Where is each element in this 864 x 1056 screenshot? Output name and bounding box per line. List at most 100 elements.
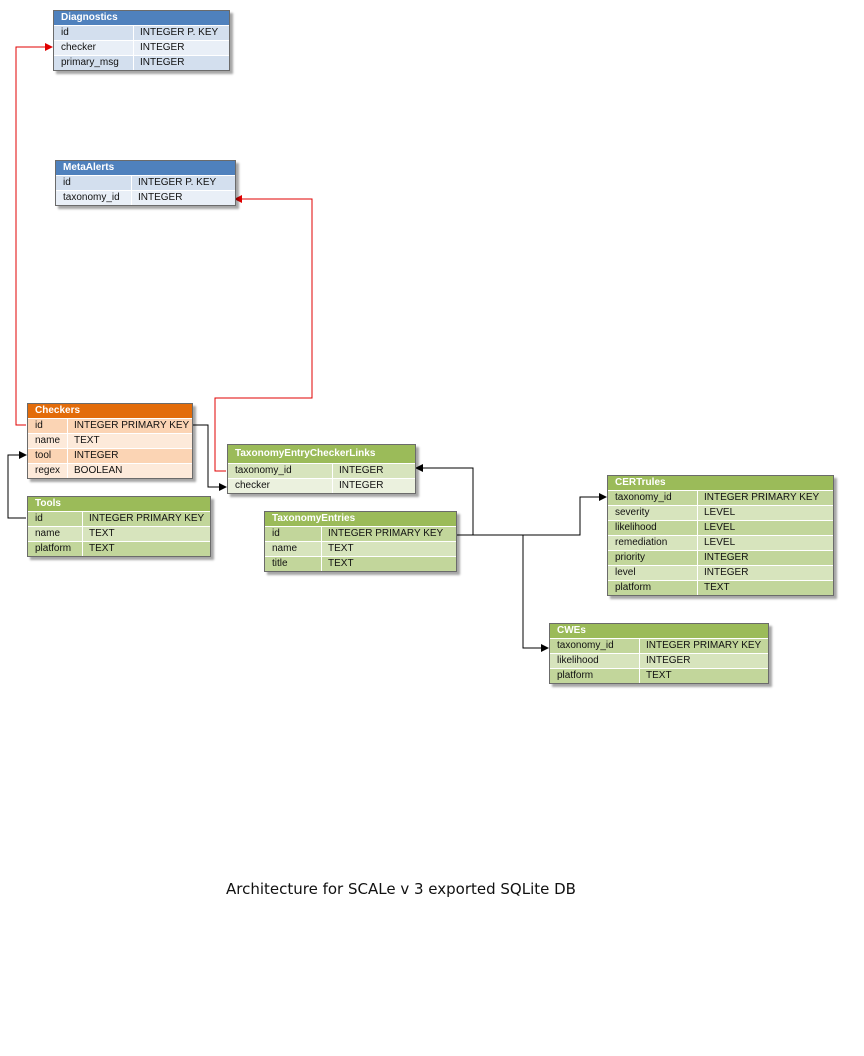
column-name: remediation: [608, 536, 698, 550]
column-name: id: [265, 527, 322, 541]
link-checkers-to-diagnostics: [15, 43, 53, 426]
column-type: TEXT: [704, 582, 730, 593]
column-name: taxonomy_id: [550, 639, 640, 653]
table-checkers: Checkers id INTEGER PRIMARY KEY name TEXT to…: [27, 403, 193, 479]
table-row: regex BOOLEAN: [28, 463, 192, 478]
table-row: checker INTEGER: [228, 478, 415, 493]
table-row: id INTEGER PRIMARY KEY: [265, 527, 456, 541]
table-row: id INTEGER P. KEY: [56, 176, 235, 190]
table-row: name TEXT: [265, 541, 456, 556]
column-name: level: [608, 566, 698, 580]
column-name: taxonomy_id: [608, 491, 698, 505]
column-name: taxonomy_id: [228, 464, 333, 478]
diagram-caption: Architecture for SCALe v 3 exported SQLi…: [226, 880, 576, 898]
column-type: INTEGER PRIMARY KEY: [74, 420, 190, 431]
table-title: TaxonomyEntries: [265, 512, 456, 527]
table-title: Diagnostics: [54, 11, 229, 26]
column-name: id: [28, 419, 68, 433]
link-tools-to-checkers: [7, 451, 27, 519]
column-type: INTEGER: [704, 552, 749, 563]
table-title: Checkers: [28, 404, 192, 419]
column-type: INTEGER: [140, 42, 185, 53]
column-type: TEXT: [89, 543, 115, 554]
table-row: platform TEXT: [550, 668, 768, 683]
column-type: INTEGER: [339, 465, 384, 476]
table-metaalerts: MetaAlerts id INTEGER P. KEY taxonomy_id IN…: [55, 160, 236, 206]
column-type: INTEGER PRIMARY KEY: [89, 513, 205, 524]
table-row: priority INTEGER: [608, 550, 833, 565]
column-name: checker: [54, 41, 134, 55]
column-name: tool: [28, 449, 68, 463]
table-row: title TEXT: [265, 556, 456, 571]
column-type: INTEGER: [138, 192, 183, 203]
column-name: platform: [608, 581, 698, 595]
column-name: taxonomy_id: [56, 191, 132, 205]
table-title: MetaAlerts: [56, 161, 235, 176]
column-name: likelihood: [608, 521, 698, 535]
column-type: TEXT: [89, 528, 115, 539]
column-type: INTEGER PRIMARY KEY: [646, 640, 762, 651]
column-name: platform: [550, 669, 640, 683]
table-row: remediation LEVEL: [608, 535, 833, 550]
column-type: LEVEL: [704, 522, 736, 533]
link-checkers-to-tecl: [192, 424, 227, 491]
table-taxonomyentries: TaxonomyEntries id INTEGER PRIMARY KEY nam…: [264, 511, 457, 572]
table-rows: id INTEGER PRIMARY KEY name TEXT tool INTEGER…: [28, 419, 192, 478]
column-type: TEXT: [646, 670, 672, 681]
column-type: INTEGER: [74, 450, 119, 461]
table-row: platform TEXT: [608, 580, 833, 595]
column-type: INTEGER: [646, 655, 691, 666]
column-name: id: [28, 512, 83, 526]
column-name: priority: [608, 551, 698, 565]
table-row: checker INTEGER: [54, 40, 229, 55]
column-type: INTEGER: [339, 480, 384, 491]
column-type: TEXT: [328, 543, 354, 554]
column-type: TEXT: [328, 558, 354, 569]
table-rows: taxonomy_id INTEGER PRIMARY KEY likelihood…: [550, 639, 768, 683]
table-row: id INTEGER PRIMARY KEY: [28, 419, 192, 433]
column-name: id: [56, 176, 132, 190]
column-type: INTEGER PRIMARY KEY: [328, 528, 444, 539]
table-row: primary_msg INTEGER: [54, 55, 229, 70]
table-rows: id INTEGER P. KEY taxonomy_id INTEGER: [56, 176, 235, 205]
table-row: tool INTEGER: [28, 448, 192, 463]
column-type: INTEGER P. KEY: [138, 177, 217, 188]
column-type: INTEGER: [140, 57, 185, 68]
column-name: name: [265, 542, 322, 556]
column-type: TEXT: [74, 435, 100, 446]
table-title: TaxonomyEntryCheckerLinks: [228, 445, 415, 464]
table-title: CWEs: [550, 624, 768, 639]
column-type: LEVEL: [704, 507, 736, 518]
column-name: name: [28, 434, 68, 448]
column-name: primary_msg: [54, 56, 134, 70]
column-type: LEVEL: [704, 537, 736, 548]
table-title: Tools: [28, 497, 210, 512]
column-name: title: [265, 557, 322, 571]
column-name: severity: [608, 506, 698, 520]
column-name: checker: [228, 479, 333, 493]
link-taxonomyentries-to-certrules: [456, 493, 607, 536]
table-row: likelihood INTEGER: [550, 653, 768, 668]
column-name: likelihood: [550, 654, 640, 668]
link-tecl-to-metaalerts: [214, 195, 313, 472]
column-name: regex: [28, 464, 68, 478]
table-row: id INTEGER PRIMARY KEY: [28, 512, 210, 526]
column-type: BOOLEAN: [74, 465, 123, 476]
table-row: name TEXT: [28, 526, 210, 541]
table-row: taxonomy_id INTEGER: [228, 464, 415, 478]
table-row: taxonomy_id INTEGER: [56, 190, 235, 205]
column-name: name: [28, 527, 83, 541]
